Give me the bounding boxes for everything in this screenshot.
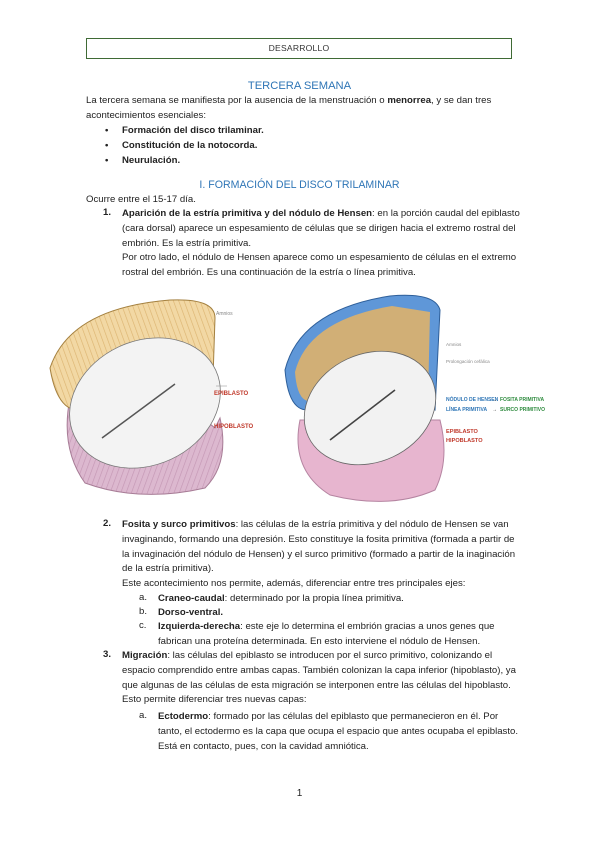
- page-title: TERCERA SEMANA: [247, 80, 352, 92]
- item-text: : en la porción caudal del epiblasto (ca…: [122, 208, 520, 249]
- bullet-item: Neurulación.: [105, 153, 264, 168]
- intro-text: La tercera semana se manifiesta por la a…: [86, 95, 388, 106]
- axis-text: : determinado por la propia línea primit…: [224, 593, 404, 604]
- axis-letter: b.: [139, 606, 148, 617]
- figure-disco-bilaminar: Amnios EPIBLASTO HIPOBLASTO: [49, 299, 254, 495]
- intro-bold: menorrea: [387, 95, 432, 106]
- layer-item-a: a. Ectodermo: formado por las células de…: [139, 710, 519, 754]
- item-heading: Migración: [122, 650, 168, 661]
- figure-estria-primitiva: Amnios Prolongación cefálica NÓDULO DE H…: [284, 294, 545, 502]
- disc-surface: [303, 350, 437, 466]
- label-fosita: FOSITA PRIMITIVA: [500, 397, 544, 403]
- axis-item-b: b. Dorso-ventral.: [139, 606, 519, 621]
- label-surco: SURCO PRIMITIVO: [500, 407, 545, 413]
- label-hipoblasto: HIPOBLASTO: [214, 424, 254, 430]
- primitive-streak: [101, 383, 176, 439]
- label-amnios: Amnios: [216, 311, 233, 317]
- bullet-list: Formación del disco trilaminar. Constitu…: [105, 123, 264, 168]
- axis-letter: a.: [139, 592, 148, 603]
- layer-heading: Ectodermo: [158, 711, 209, 722]
- label-hipoblasto: HIPOBLASTO: [446, 438, 483, 444]
- item-text-2: Por otro lado, el nódulo de Hensen apare…: [122, 252, 517, 279]
- section-title: I. FORMACIÓN DEL DISCO TRILAMINAR: [199, 179, 400, 191]
- axis-letter: c.: [139, 620, 147, 631]
- layer-letter: a.: [139, 710, 148, 721]
- item-heading: Fosita y surco primitivos: [122, 519, 236, 530]
- axis-item-a: a. Craneo-caudal: determinado por la pro…: [139, 592, 519, 607]
- page-header-box: DESARROLLO: [86, 38, 512, 59]
- label-epiblasto: EPIBLASTO: [446, 429, 479, 435]
- item-text: : las células del epiblasto se introduce…: [122, 650, 516, 706]
- label-linea: LÍNEA PRIMITIVA: [446, 405, 488, 413]
- occurs-text: Ocurre entre el 15-17 día.: [86, 194, 196, 205]
- item-heading: Aparición de la estría primitiva y del n…: [122, 208, 373, 219]
- item-number: 2.: [103, 518, 112, 529]
- label-prolongacion: Prolongación cefálica: [446, 359, 490, 364]
- disc-surface: [69, 337, 221, 469]
- item-text-2: Este acontecimiento nos permite, además,…: [122, 578, 466, 590]
- list-item-1: 1. Aparición de la estría primitiva y de…: [103, 207, 523, 281]
- bullet-item: Constitución de la notocorda.: [105, 138, 264, 153]
- label-nodulo: NÓDULO DE HENSEN: [446, 395, 499, 403]
- page-number: 1: [296, 788, 303, 799]
- bullet-item: Formación del disco trilaminar.: [105, 123, 264, 138]
- svg-text:→: →: [492, 397, 497, 403]
- svg-text:→: →: [492, 407, 497, 413]
- item-text: : las células de la estría primitiva y d…: [122, 519, 516, 575]
- intro-paragraph: La tercera semana se manifiesta por la a…: [86, 94, 516, 123]
- axis-heading: Craneo-caudal: [158, 593, 225, 604]
- item-number: 1.: [103, 207, 112, 218]
- primitive-streak: [329, 389, 396, 441]
- header-label: DESARROLLO: [268, 43, 330, 53]
- item-number: 3.: [103, 649, 112, 660]
- axis-item-c: c. Izquierda-derecha: este eje lo determ…: [139, 620, 519, 650]
- list-item-3: 3. Migración: las células del epiblasto …: [103, 649, 523, 708]
- list-item-2: 2. Fosita y surco primitivos: las célula…: [103, 518, 523, 592]
- intro-text-end: , y se dan tres acontecimientos esencial…: [86, 95, 492, 121]
- axis-heading: Izquierda-derecha: [158, 621, 241, 632]
- axis-heading: Dorso-ventral.: [158, 607, 224, 618]
- label-amnios: Amnios: [446, 342, 462, 347]
- axis-text: : este eje lo determina el embrión graci…: [158, 621, 495, 647]
- label-epiblasto: EPIBLASTO: [214, 391, 249, 397]
- layer-text: : formado por las células del epiblasto …: [158, 711, 519, 752]
